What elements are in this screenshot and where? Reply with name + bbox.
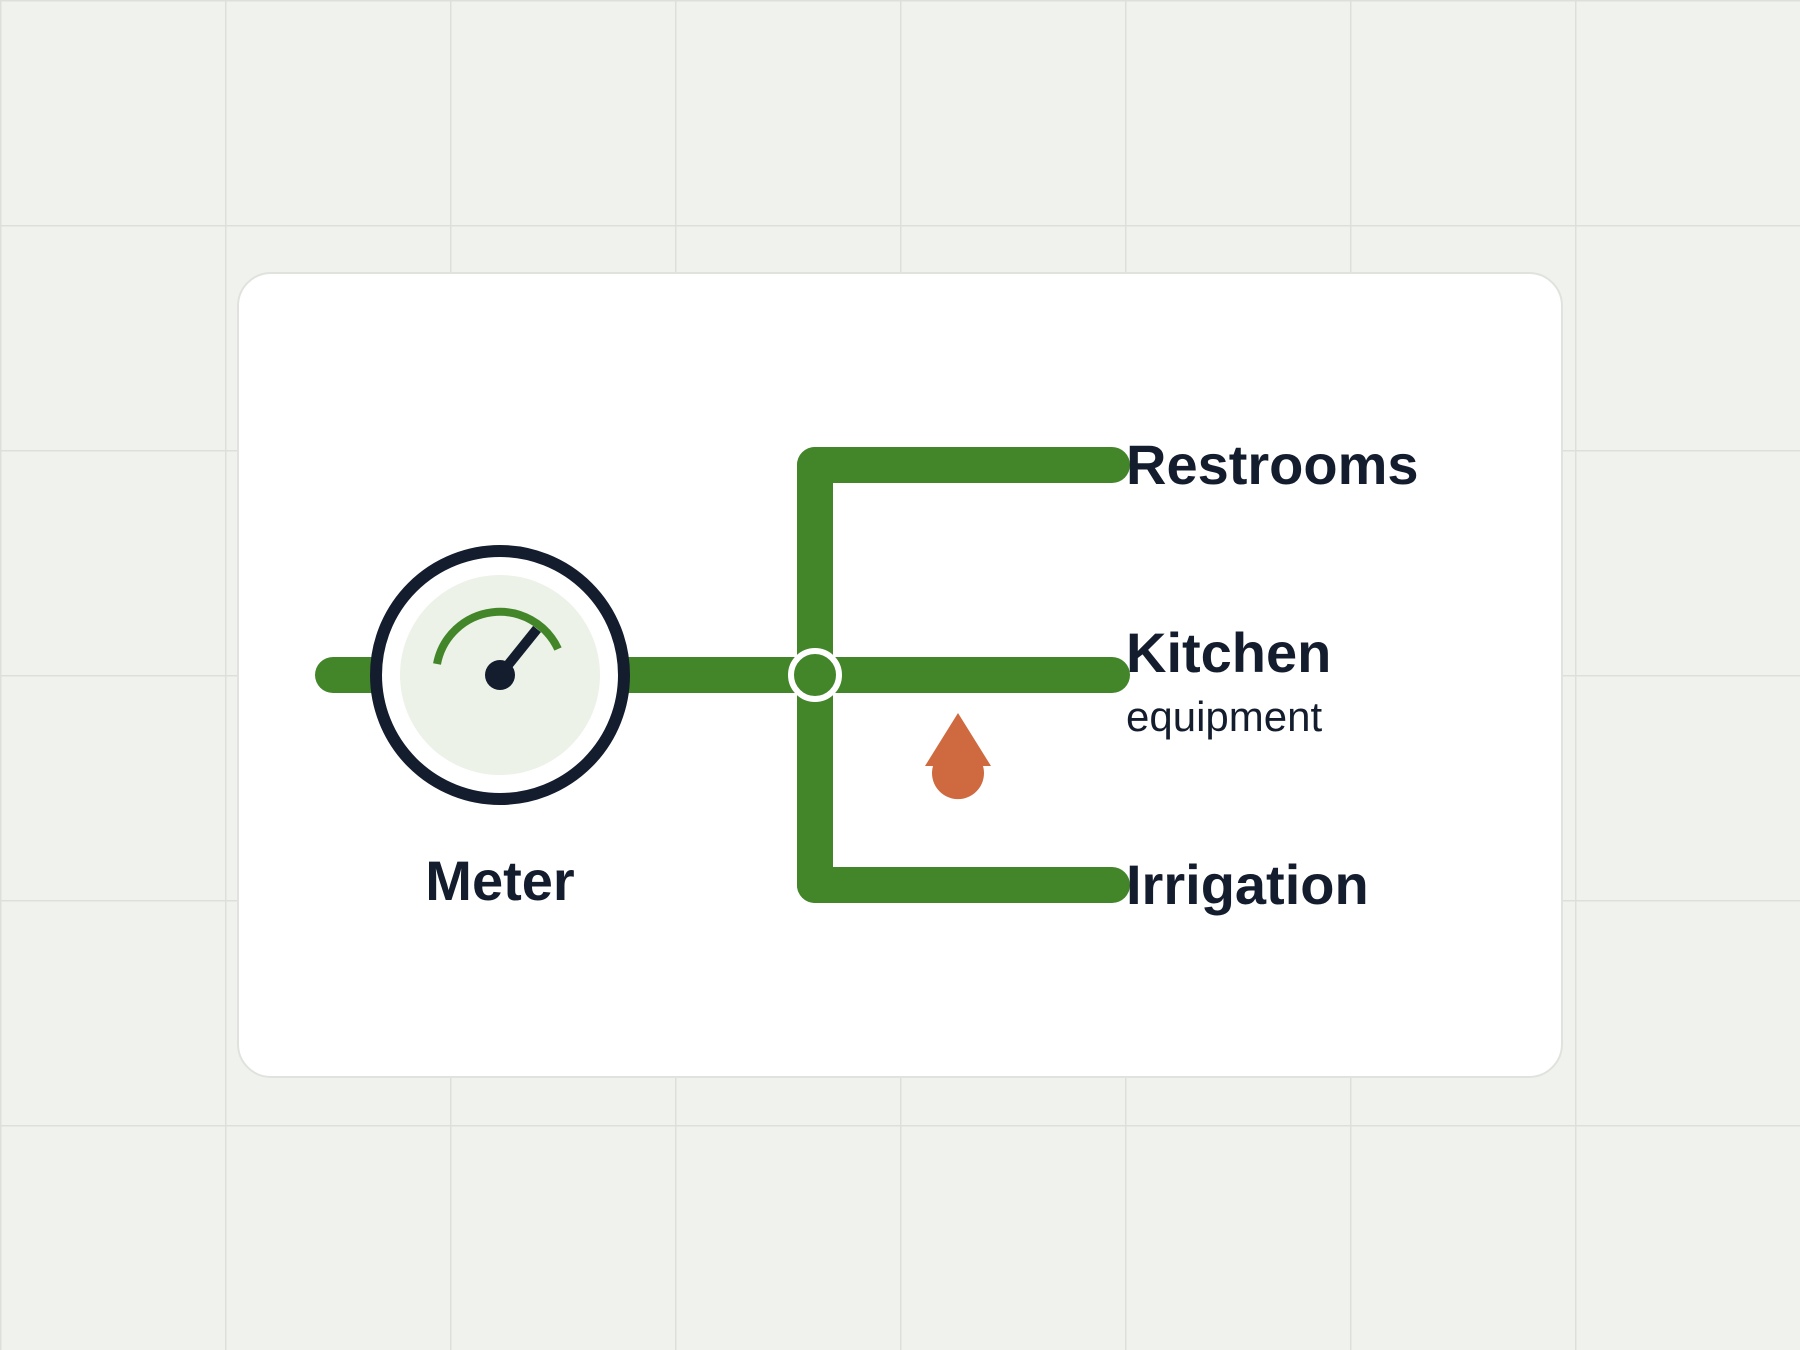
meter-pivot	[485, 660, 515, 690]
water-drop-icon	[925, 713, 991, 800]
meter-label: Meter	[425, 849, 574, 912]
branch-label-kitchen: Kitchen	[1126, 621, 1331, 684]
meter-scale-arc	[433, 607, 562, 665]
branch-label-irrigation: Irrigation	[1126, 853, 1369, 916]
branch-label-restrooms: Restrooms	[1126, 433, 1419, 496]
junction-node	[788, 648, 842, 702]
branch-sublabel-kitchen: equipment	[1126, 693, 1322, 740]
gauge-icon	[370, 545, 630, 805]
